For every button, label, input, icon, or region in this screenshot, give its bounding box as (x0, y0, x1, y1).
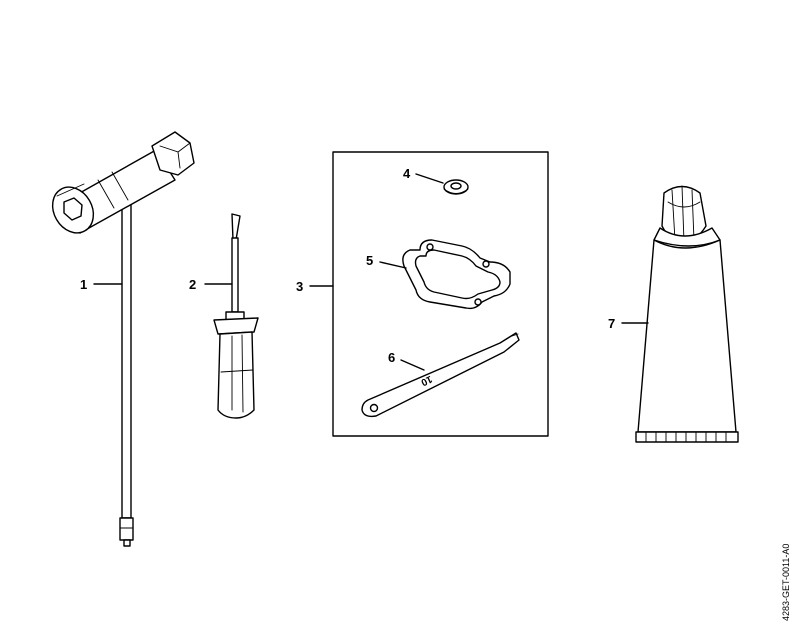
callout-6: 6 (388, 350, 395, 365)
callout-1: 1 (80, 277, 87, 292)
callout-3: 3 (296, 279, 303, 294)
combination-wrench-icon (51, 131, 195, 547)
callout-5: 5 (366, 253, 373, 268)
callout-4: 4 (403, 166, 411, 181)
gauge-marking: 10 (419, 373, 434, 388)
grease-tube-icon (635, 185, 739, 443)
drawing-code: 4283-GET-0011-A0 (781, 543, 791, 621)
screwdriver-icon (213, 213, 259, 419)
gauge-tool-icon: 10 (361, 332, 520, 418)
callout-leaders (93, 173, 649, 371)
callout-7: 7 (608, 316, 615, 331)
washer-icon (443, 179, 469, 195)
callout-2: 2 (189, 277, 196, 292)
gasket-icon (402, 239, 511, 310)
parts-set-box-icon (332, 151, 549, 437)
